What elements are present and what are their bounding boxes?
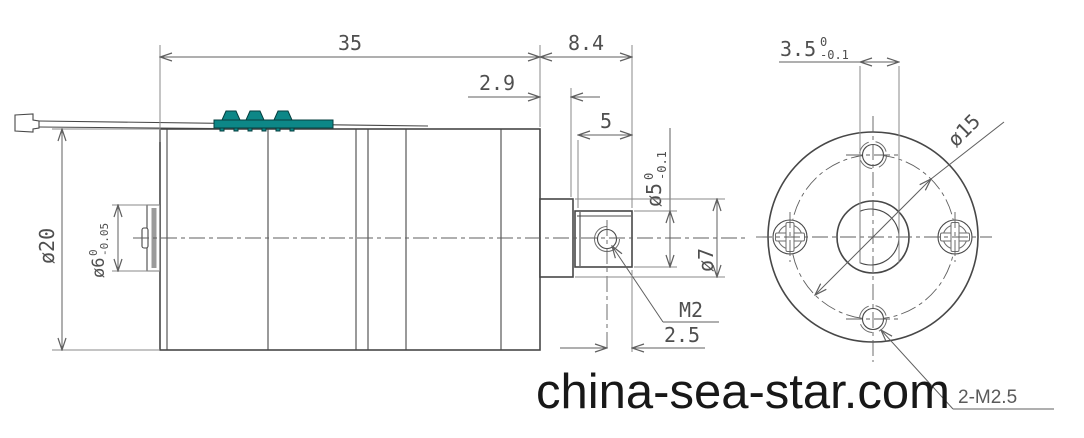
dimension-boss-length: 2.9 (468, 71, 600, 197)
dim-8-4: 8.4 (568, 31, 604, 55)
pcb-component-1 (221, 110, 241, 121)
dim-rear-dia-main: ø6 (89, 258, 109, 278)
dim-shaft-dia-main: ø5 (642, 183, 666, 207)
dim-7-dia: ø7 (694, 248, 718, 272)
dimension-boss-dia: ø7 (575, 199, 725, 277)
pcb-component-2 (245, 110, 265, 121)
dim-5: 5 (600, 109, 612, 133)
dim-dcut-sub: -0.1 (820, 48, 849, 62)
side-dimensions: 35 8.4 2.9 5 ø5 0 (35, 31, 725, 352)
dim-20-dia: ø20 (35, 228, 59, 264)
side-view (14, 110, 748, 352)
dimension-shaft-length: 5 (578, 109, 632, 208)
dimension-hole-offset: 2.5 (560, 270, 705, 352)
dim-dcut-main: 3.5 (780, 37, 816, 61)
label-2-m2-5: 2-M2.5 (958, 387, 1017, 408)
pcb-pads (219, 127, 295, 132)
watermark-text: china-sea-star.com (536, 365, 950, 419)
leader-m2: M2 (612, 246, 719, 323)
dim-2-5: 2.5 (664, 323, 700, 347)
dimension-body-length: 35 (160, 31, 540, 142)
dim-rear-dia-sup: 0 (87, 249, 100, 256)
wire-connector (14, 113, 40, 133)
pcb-component-3 (273, 110, 293, 121)
dimension-front-length: 8.4 (540, 31, 632, 208)
dim-dcut-sup: 0 (820, 35, 827, 49)
dimension-rear-boss-dia: ø6 0 -0.05 (87, 205, 160, 278)
dim-shaft-dia-sup: 0 (642, 173, 656, 180)
dim-rear-dia-sub: -0.05 (98, 223, 111, 256)
front-view (756, 116, 992, 362)
dim-15-dia: ø15 (943, 109, 986, 152)
leader-2-m2-5: 2-M2.5 (881, 330, 1054, 410)
pcb-bar (213, 119, 334, 129)
dim-2-9: 2.9 (479, 71, 515, 95)
pcb (213, 110, 334, 132)
motor-body (159, 128, 541, 351)
dimension-shaft-dia: ø5 0 -0.1 (634, 128, 677, 267)
label-m2: M2 (679, 298, 703, 322)
dim-shaft-dia-sub: -0.1 (655, 151, 669, 180)
dim-35: 35 (338, 31, 362, 55)
dimension-body-dia: ø20 (35, 129, 160, 350)
